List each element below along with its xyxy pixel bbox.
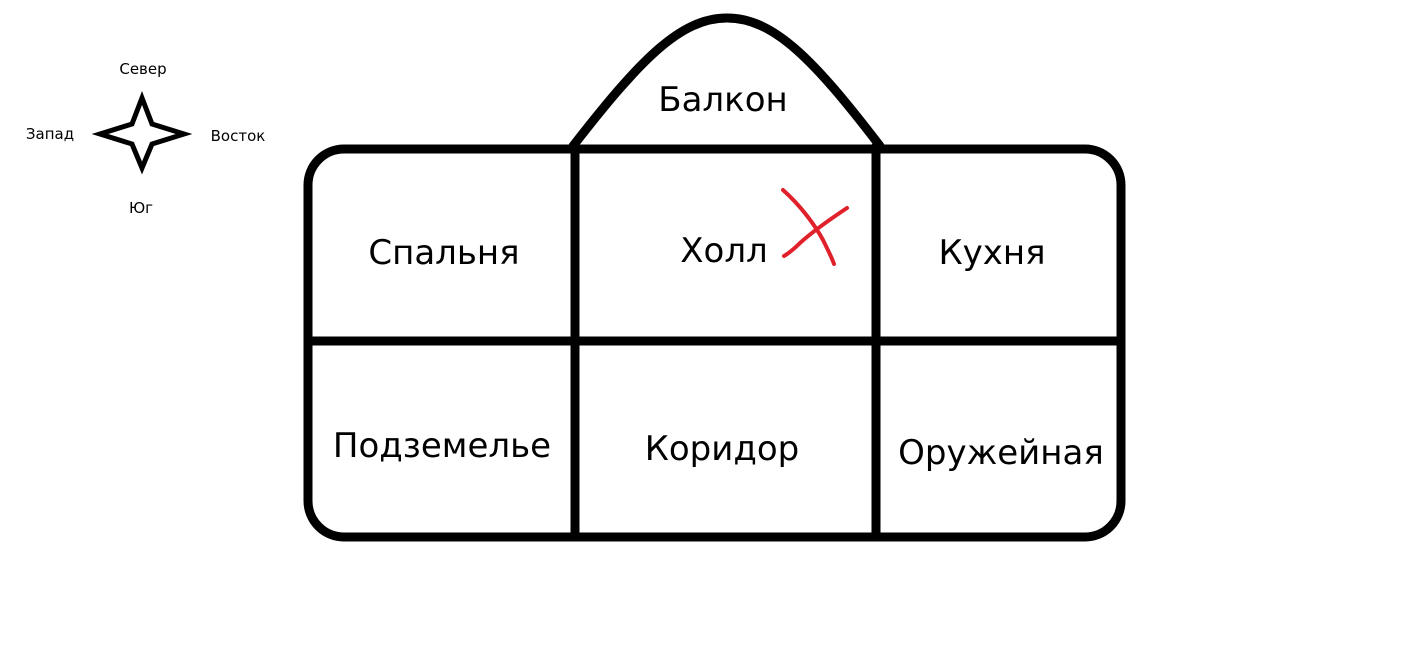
room-bedroom-label: Спальня	[368, 233, 519, 273]
compass: Север Запад Восток Юг	[26, 60, 265, 217]
compass-north-label: Север	[119, 60, 166, 78]
room-hall-label: Холл	[680, 231, 768, 271]
you-are-here-x-marker	[781, 188, 849, 266]
room-balcony-label: Балкон	[658, 80, 787, 120]
compass-star-icon	[91, 91, 193, 175]
compass-south-label: Юг	[129, 199, 153, 217]
marker-stroke-1	[781, 188, 836, 266]
compass-west-label: Запад	[26, 125, 74, 143]
room-corridor-label: Коридор	[645, 429, 800, 469]
room-kitchen-label: Кухня	[938, 233, 1045, 273]
marker-stroke-2	[782, 206, 849, 258]
room-dungeon-label: Подземелье	[333, 426, 551, 466]
room-armory-label: Оружейная	[898, 433, 1104, 473]
compass-east-label: Восток	[211, 127, 266, 145]
balcony-dome	[568, 13, 885, 151]
